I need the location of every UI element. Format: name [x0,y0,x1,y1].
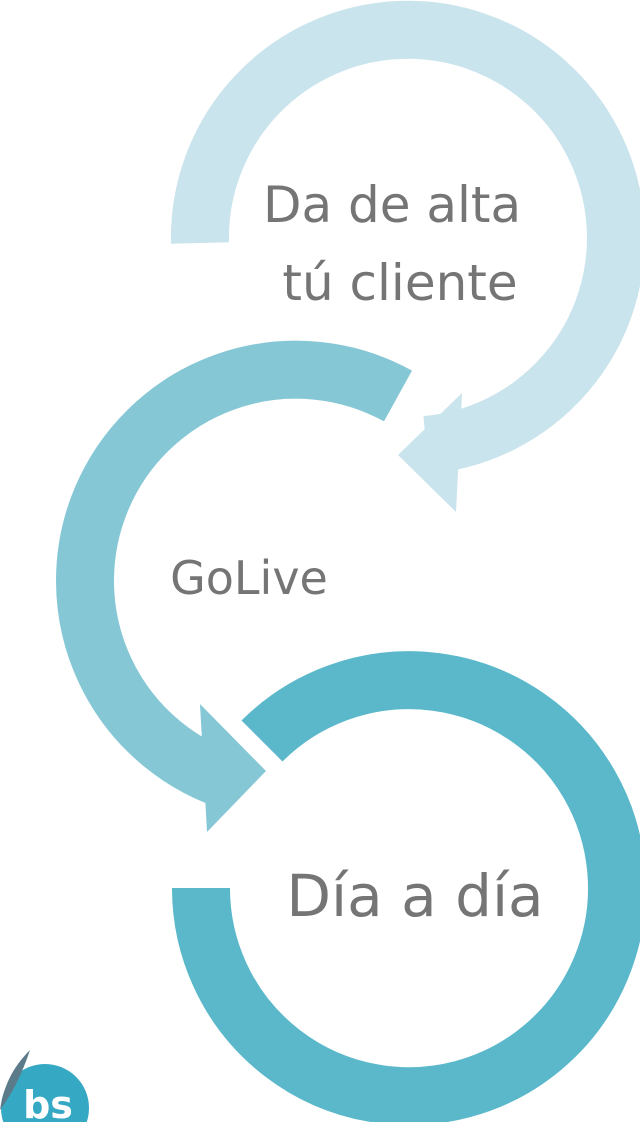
step-2-label: GoLive [170,551,328,605]
step-3-arrow [172,651,640,1122]
step-1-arrowhead [398,393,462,512]
step-1-label-line-1: Da de alta [263,176,521,234]
step-2-arrow [56,340,412,832]
step-2-arrowhead [200,704,266,832]
step-1-label-line-2: tú cliente [282,254,517,312]
step-1-label: Da de alta tú cliente [263,176,537,312]
bs-logo-leaf [0,1050,30,1110]
step-1-arrow [170,0,640,512]
step-3-arc [172,651,640,1122]
step-3-label: Día a día [286,862,543,930]
step-1-arc [170,0,640,474]
bs-logo-circle [1,1064,89,1122]
step-2-label-line-1: GoLive [170,551,328,605]
step-2-arc [56,340,412,811]
bs-logo: bs [0,1050,89,1122]
step-3-label-line-1: Día a día [286,862,543,930]
bs-logo-text: bs [23,1083,73,1122]
